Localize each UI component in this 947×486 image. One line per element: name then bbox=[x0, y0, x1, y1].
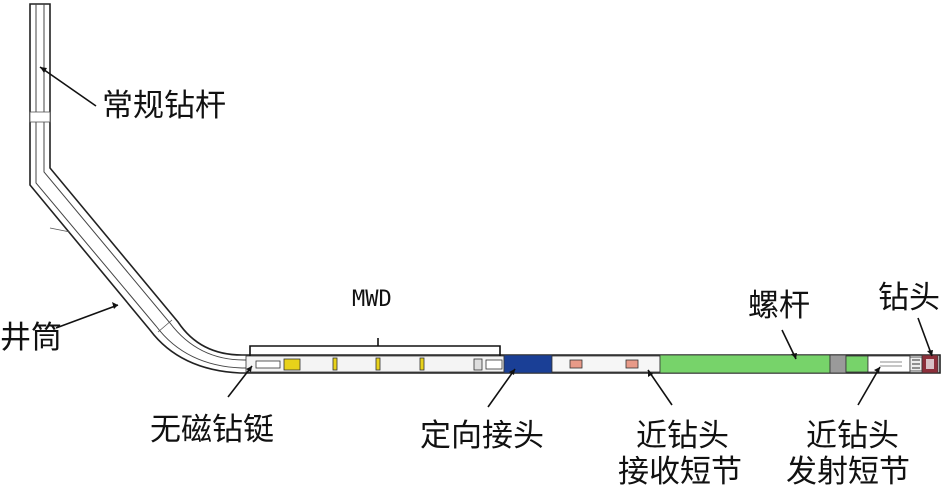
label-orienting-sub: 定向接头 bbox=[420, 418, 544, 454]
label-mwd: MWD bbox=[352, 287, 392, 312]
label-receiver-sub-line2: 接收短节 bbox=[618, 454, 742, 486]
mwd-bracket bbox=[249, 338, 501, 356]
receiver-sub-coil-2 bbox=[625, 359, 639, 369]
label-wellbore: 井筒 bbox=[0, 320, 62, 356]
text-labels: 常规钻杆 井筒 无磁钻铤 MWD 定向接头 近钻头 接收短节 螺杆 钻头 近钻头… bbox=[0, 88, 940, 486]
receiver-sub-coil-1 bbox=[569, 359, 583, 369]
leader-lines bbox=[39, 66, 933, 408]
label-drill-bit: 钻头 bbox=[878, 280, 940, 316]
label-screw-motor: 螺杆 bbox=[748, 288, 810, 324]
bha-components bbox=[245, 354, 939, 374]
label-receiver-sub-line1: 近钻头 bbox=[636, 418, 729, 454]
orienting-sub-block bbox=[503, 354, 553, 374]
wellbore-pipe bbox=[29, 3, 941, 374]
screw-motor-block bbox=[659, 354, 831, 374]
label-drill-pipe: 常规钻杆 bbox=[102, 88, 226, 124]
label-transmitter-sub-line2: 发射短节 bbox=[786, 454, 910, 486]
mwd-yellow-module bbox=[283, 358, 301, 371]
label-transmitter-sub-line1: 近钻头 bbox=[806, 418, 899, 454]
label-nonmag-collar: 无磁钻铤 bbox=[150, 412, 274, 448]
